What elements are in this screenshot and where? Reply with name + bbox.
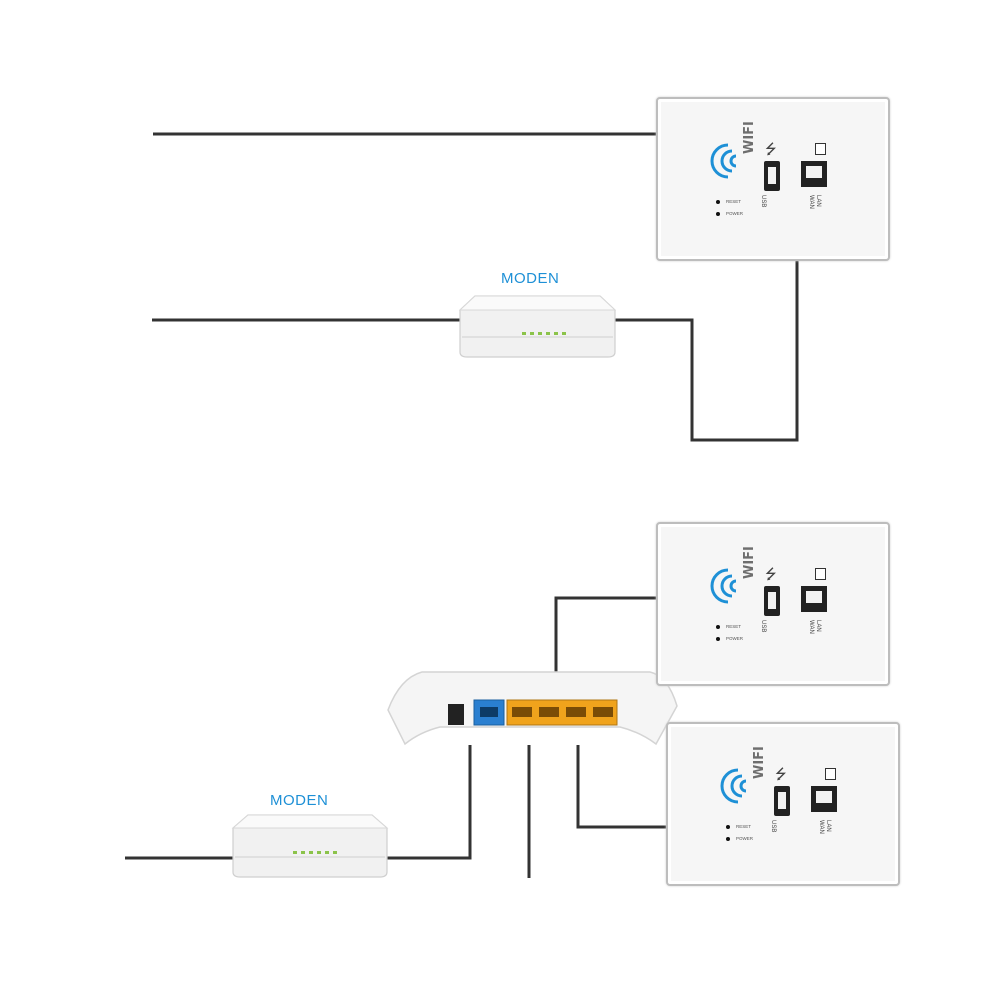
router-power-port: [448, 704, 464, 725]
router-device: [387, 671, 678, 746]
reset-label: RESET: [726, 624, 742, 629]
wan-label: WAN: [808, 195, 814, 209]
lan-indicator-icon: [815, 143, 826, 155]
rj45-port-icon: [801, 161, 827, 187]
moden-label-top: MODEN: [501, 270, 560, 287]
lan-indicator-icon: [825, 768, 836, 780]
usb-label: USB: [760, 195, 766, 208]
power-label: POWER: [726, 636, 744, 641]
wan-label: WAN: [808, 620, 814, 634]
usb-icon: ⭍: [765, 141, 777, 157]
usb-port: [764, 161, 780, 191]
wifi-text: WIFI: [752, 746, 767, 779]
lan-label: LAN: [815, 620, 821, 632]
cables-bottom: [125, 596, 668, 878]
usb-port: [764, 586, 780, 616]
lan-label: LAN: [825, 820, 831, 832]
router-lan-ports: [506, 699, 618, 726]
rj45-port-icon: [811, 786, 837, 812]
usb-icon: ⭍: [765, 566, 777, 582]
power-led: POWER: [716, 211, 743, 216]
moden-label-bottom: MODEN: [270, 792, 329, 809]
wifi-icon: [710, 143, 737, 179]
wifi-text: WIFI: [742, 121, 757, 154]
usb-label: USB: [770, 820, 776, 833]
wifi-icon: [710, 568, 737, 604]
cable-modem-to-panel-top: [612, 260, 799, 442]
wan-label: WAN: [818, 820, 824, 834]
cables-top: [152, 132, 799, 442]
cable-modem-to-router-wan: [385, 745, 472, 860]
power-led: POWER: [716, 636, 743, 641]
lan-indicator-icon: [815, 568, 826, 580]
usb-port: [774, 786, 790, 816]
usb-label: USB: [760, 620, 766, 633]
reset-label: RESET: [726, 199, 742, 204]
power-label: POWER: [726, 211, 744, 216]
modem-device-bottom: [231, 814, 389, 878]
lan-label: LAN: [815, 195, 821, 207]
power-led: POWER: [726, 836, 753, 841]
cable-router-to-panel-upper: [554, 596, 658, 680]
usb-icon: ⭍: [775, 766, 787, 782]
rj45-port-icon: [801, 586, 827, 612]
wifi-text: WIFI: [742, 546, 757, 579]
modem-device-top: [458, 295, 617, 358]
power-label: POWER: [736, 836, 754, 841]
reset-led: RESET: [726, 824, 751, 829]
reset-led: RESET: [716, 199, 741, 204]
reset-led: RESET: [716, 624, 741, 629]
cable-router-to-panel-lower: [576, 745, 668, 829]
reset-label: RESET: [736, 824, 752, 829]
wifi-icon: [720, 768, 747, 804]
